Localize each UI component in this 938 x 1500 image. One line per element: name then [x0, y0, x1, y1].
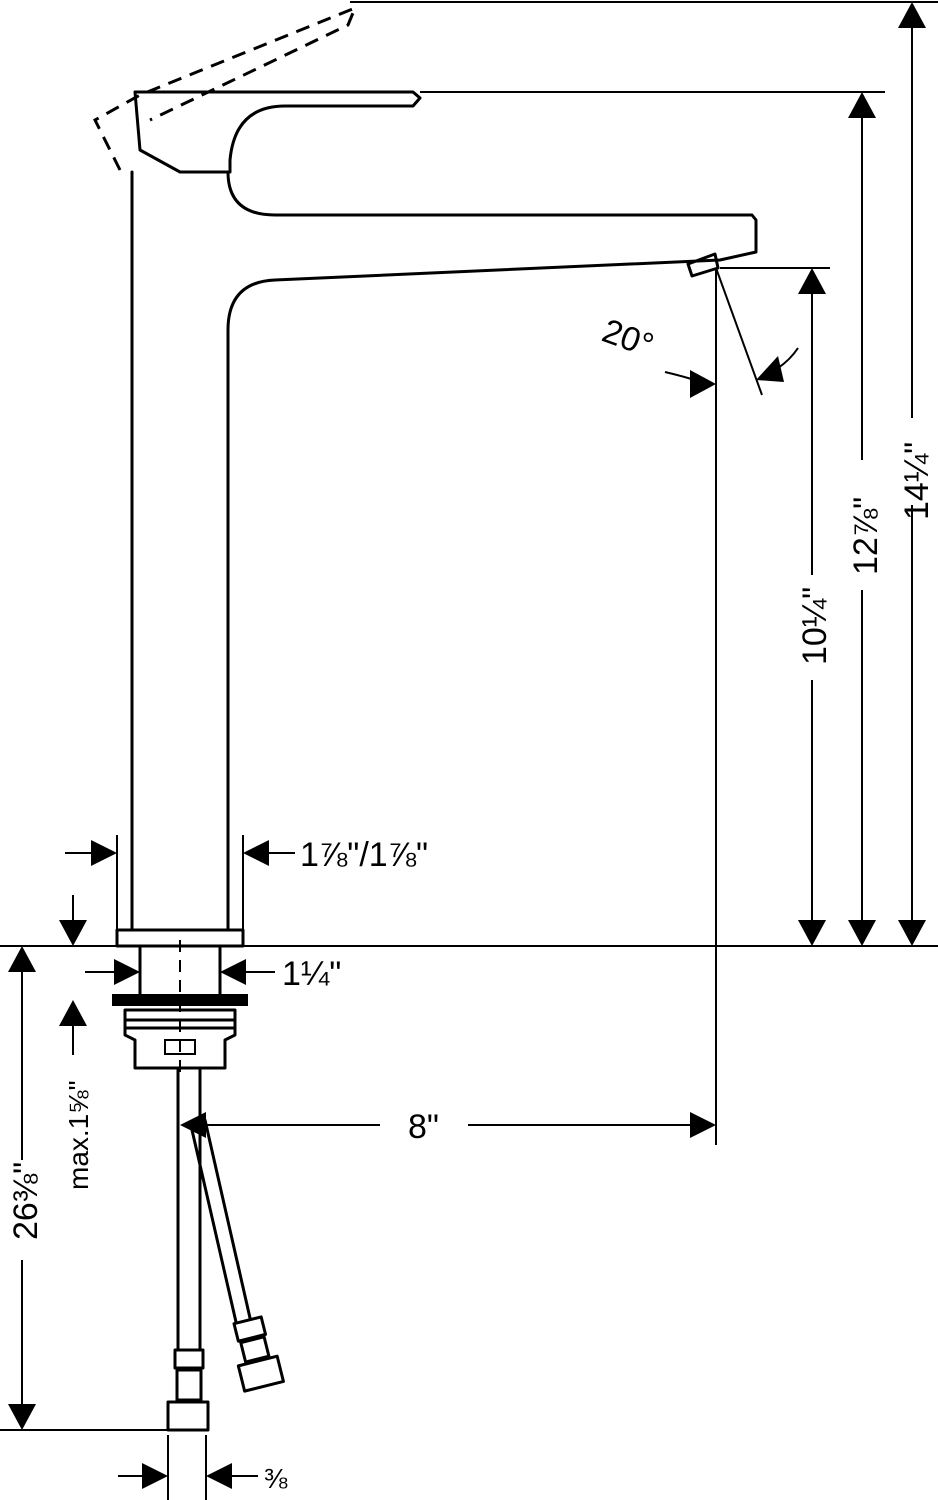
shank-diameter-label: 1¼" — [282, 955, 341, 993]
spout-top-height-label: 12⅞" — [847, 497, 885, 575]
overall-height-label: 14¼" — [898, 442, 936, 520]
dim-shank-diameter: 1¼" — [85, 955, 341, 993]
faucet-column-outline — [130, 170, 758, 932]
dim-spout-top-height: 12⅞" — [847, 92, 885, 946]
hose-connection-label: ⅜ — [264, 1463, 288, 1494]
handle-outline — [133, 90, 422, 174]
spout-reach-label: 8" — [408, 1108, 439, 1146]
dim-max-deck-thickness: max.1⅝" — [59, 1000, 94, 1190]
outlet-height-label: 10¼" — [796, 587, 834, 665]
spray-angle-label: 20° — [597, 312, 658, 365]
dim-base-width: 1⅞"/1⅞" — [65, 836, 428, 874]
handle-raised-outline — [93, 5, 358, 171]
dim-spray-angle: 20° — [597, 312, 799, 398]
faucet-body — [93, 5, 758, 1432]
supply-hose-angled — [190, 1118, 252, 1324]
dim-below-deck-length: 26⅜" — [7, 946, 45, 1430]
below-deck-length-label: 26⅜" — [7, 1162, 45, 1240]
dim-spout-reach: 8" — [180, 1108, 716, 1146]
base-width-label: 1⅞"/1⅞" — [300, 836, 428, 874]
hose-fitting-straight — [166, 1348, 210, 1432]
max-deck-thickness-label: max.1⅝" — [63, 1080, 94, 1190]
dim-outlet-height: 10¼" — [796, 268, 834, 946]
dim-deck-thickness-top — [59, 895, 87, 946]
shank — [138, 944, 222, 996]
aerator — [686, 252, 720, 278]
supply-hose-straight — [176, 1066, 202, 1352]
hose-fitting-angled — [232, 1315, 285, 1393]
dim-overall-height: 14¼" — [898, 2, 936, 946]
dim-hose-connection: ⅜ — [118, 1463, 288, 1494]
